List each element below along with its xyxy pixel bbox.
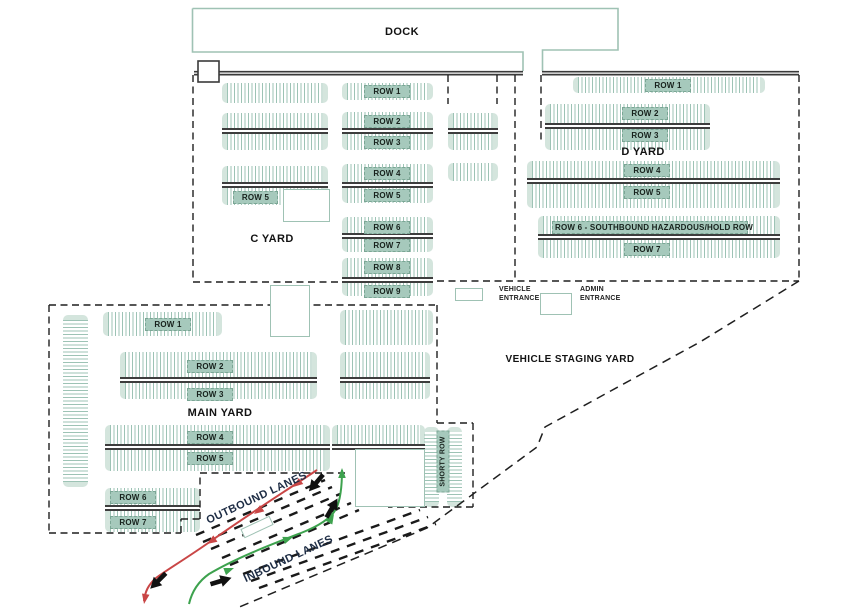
- row-label: ROW 9: [364, 285, 410, 298]
- row-label: ROW 4: [624, 164, 670, 177]
- parking-strip: [340, 352, 430, 399]
- yard-boundary-dashed: [48, 75, 800, 534]
- lane-divider-bar: [105, 444, 330, 450]
- dock-label: DOCK: [385, 26, 419, 38]
- lane-divider-bar: [340, 377, 430, 383]
- parking-strip: [332, 425, 425, 447]
- admin-entrance-box: [540, 293, 572, 315]
- row-label: ROW 7: [624, 243, 670, 256]
- vehicle-entrance-label: VEHICLE ENTRANCE: [499, 286, 540, 302]
- row-label: ROW 1: [645, 79, 691, 92]
- lane-divider-bar: [342, 182, 433, 188]
- row-label: ROW 7: [110, 516, 156, 529]
- lane-divider-bar: [448, 128, 498, 134]
- staging-boundary-dashed: [236, 280, 800, 609]
- dock-door-box: [197, 60, 220, 83]
- row-label: ROW 3: [364, 136, 410, 149]
- row-label: ROW 3: [622, 129, 668, 142]
- lane-divider-bar: [527, 178, 780, 184]
- row-label: ROW 6: [110, 491, 156, 504]
- outbound-arrow: [141, 469, 318, 604]
- d-yard-title: D YARD: [621, 146, 665, 158]
- row-label: ROW 1: [145, 318, 191, 331]
- row-label: ROW 8: [364, 261, 410, 274]
- parking-strip-vertical: [63, 315, 88, 487]
- lane-divider-bar: [120, 377, 317, 383]
- inbound-arrow: [188, 468, 346, 605]
- c-yard-title: C YARD: [250, 233, 294, 245]
- lane-divider-bar: [222, 182, 328, 188]
- lane-divider-bar: [222, 128, 328, 134]
- row-label: ROW 1: [364, 85, 410, 98]
- row-label: ROW 4: [187, 431, 233, 444]
- row-label: ROW 5: [364, 189, 410, 202]
- admin-entrance-label: ADMIN ENTRANCE: [580, 286, 621, 302]
- dock-outline: [191, 7, 619, 71]
- parking-strip: [448, 163, 498, 181]
- shorty-row-label: SHORTY ROW: [436, 430, 450, 493]
- vehicle-entrance-box: [455, 288, 483, 301]
- building: [283, 189, 330, 222]
- lane-divider-bar: [342, 128, 433, 134]
- parking-strip: [340, 310, 433, 345]
- row-label: ROW 5: [187, 452, 233, 465]
- row-label: ROW 6: [364, 221, 410, 234]
- staging-yard-label: VEHICLE STAGING YARD: [505, 354, 635, 365]
- building: [270, 285, 310, 337]
- row-label: ROW 2: [364, 115, 410, 128]
- row-label: ROW 2: [622, 107, 668, 120]
- row-label: ROW 7: [364, 239, 410, 252]
- direction-arrows: [150, 473, 338, 589]
- building: [355, 449, 425, 507]
- lane-divider-bar: [105, 505, 200, 511]
- lane-divider-bar: [342, 233, 433, 239]
- lane-divider-bar: [545, 123, 710, 129]
- dock-face-line: [194, 70, 799, 76]
- row-label: ROW 3: [187, 388, 233, 401]
- row-label: ROW 5: [233, 191, 278, 204]
- row-label-hazmat: ROW 6 - SOUTHBOUND HAZARDOUS/HOLD ROW: [552, 221, 753, 234]
- parking-strip-vertical: [424, 427, 439, 507]
- lane-divider-bar: [342, 277, 433, 283]
- row-label: ROW 2: [187, 360, 233, 373]
- row-label: ROW 4: [364, 167, 410, 180]
- main-yard-title: MAIN YARD: [187, 407, 253, 419]
- lane-divider-bar: [538, 234, 780, 240]
- row-label: ROW 5: [624, 186, 670, 199]
- parking-strip: [222, 83, 328, 103]
- parking-strip-vertical: [447, 427, 462, 507]
